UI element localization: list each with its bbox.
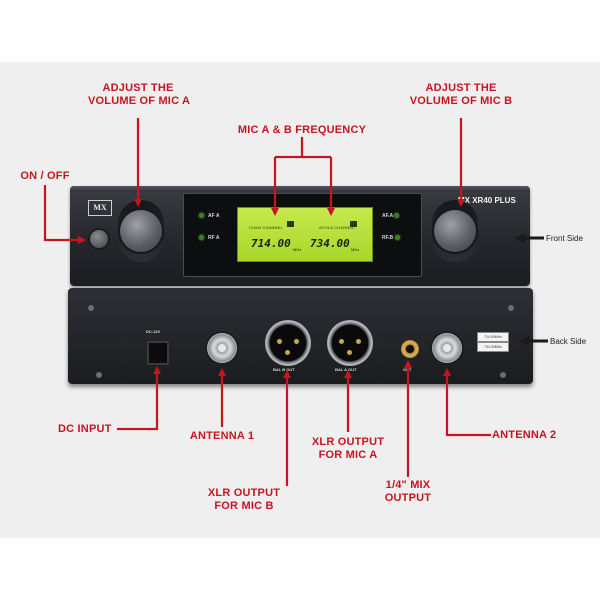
indicator-label: AF A <box>208 213 220 219</box>
screw-icon <box>96 372 102 378</box>
label-front-side: Front Side <box>546 234 583 243</box>
label-adjust-mic-b: ADJUST THE VOLUME OF MIC B <box>409 82 513 107</box>
indicator-rf-b: RF.B <box>382 235 404 241</box>
label-on-off: ON / OFF <box>20 170 70 182</box>
label-frequency: MIC A & B FREQUENCY <box>237 124 367 136</box>
led-icon <box>199 213 204 219</box>
screw-icon <box>88 305 94 311</box>
front-top-edge <box>70 186 530 192</box>
antenna-2-connector[interactable] <box>432 333 462 363</box>
label-mix-output: 1/4" MIX OUTPUT <box>384 479 432 504</box>
led-icon <box>199 235 204 241</box>
indicator-label: RF.B <box>382 235 394 241</box>
label-xlr-output-mic-b: XLR OUTPUT FOR MIC B <box>207 487 281 512</box>
mix-output-jack[interactable] <box>401 340 419 358</box>
model-name: MX XR40 PLUS <box>458 196 516 205</box>
label-antenna-2: ANTENNA 2 <box>492 429 557 441</box>
label-dc-input: DC INPUT <box>58 423 112 435</box>
indicator-af-b: AF.A <box>382 213 403 219</box>
screw-icon <box>508 305 514 311</box>
dc-label: DC-12V <box>146 329 161 334</box>
label-back-side: Back Side <box>550 337 587 346</box>
lcd-frequency-a: 714.00 <box>251 237 291 250</box>
frequency-tag-2: 734.00MHz <box>477 342 509 352</box>
xlr-pin <box>347 350 352 355</box>
label-xlr-output-mic-a: XLR OUTPUT FOR MIC A <box>311 436 385 461</box>
lcd-channel-a-text: CHAN CHANNEL <box>249 225 283 230</box>
out-label: OUT <box>403 367 412 372</box>
lcd-unit-a: MHz <box>293 247 302 252</box>
lcd-channel-a-box <box>287 221 294 227</box>
volume-knob-mic-a[interactable] <box>120 210 162 252</box>
lcd-frequency-b: 734.00 <box>310 237 350 250</box>
label-adjust-mic-a: ADJUST THE VOLUME OF MIC A <box>88 82 191 107</box>
xlr-pin <box>285 350 290 355</box>
xlr-pin <box>339 339 344 344</box>
bal-a-label: BAL A OUT <box>335 367 357 372</box>
indicator-label: AF.A <box>382 213 393 219</box>
power-button[interactable] <box>90 230 108 248</box>
lcd-screen <box>237 207 373 262</box>
dc-input-port[interactable] <box>147 341 169 365</box>
led-icon <box>394 235 400 241</box>
brand-logo: MX <box>88 200 112 216</box>
bal-b-label: BAL B OUT <box>273 367 295 372</box>
indicator-af-a: AF A <box>199 213 219 219</box>
xlr-output-mic-b[interactable] <box>265 320 311 366</box>
indicator-rf-a: RF A <box>199 235 219 241</box>
led-icon <box>394 213 400 219</box>
lcd-channel-b-box <box>350 221 357 227</box>
xlr-pin <box>277 339 282 344</box>
xlr-output-mic-a[interactable] <box>327 320 373 366</box>
lcd-channel-b-text: AFOLA CHANNEL <box>319 225 355 230</box>
frequency-tag-1: 714.00MHz <box>477 332 509 342</box>
label-antenna-1: ANTENNA 1 <box>189 430 255 442</box>
screw-icon <box>500 372 506 378</box>
xlr-pin <box>294 339 299 344</box>
antenna-1-connector[interactable] <box>207 333 237 363</box>
indicator-label: RF A <box>208 235 220 241</box>
xlr-pin <box>356 339 361 344</box>
volume-knob-mic-b[interactable] <box>434 210 476 252</box>
lcd-unit-b: MHz <box>351 247 360 252</box>
